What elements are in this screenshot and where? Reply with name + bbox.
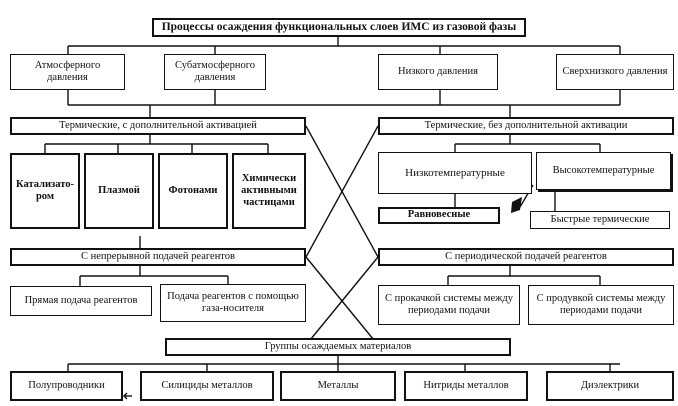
node-equilibrium: Равновесные: [378, 207, 500, 224]
node-purging-between-periods: С продувкой системы между периодами пода…: [528, 285, 674, 325]
node-semiconductors: Полупроводники: [10, 371, 123, 401]
node-ultralow-pressure: Сверхнизкого давления: [556, 54, 674, 90]
node-periodic-feed: С периодической подачей реагентов: [378, 248, 674, 266]
node-photons: Фотонами: [158, 153, 228, 229]
node-low-temperature: Низкотемпературные: [378, 152, 532, 194]
node-thermal-with-activation: Термические, с дополнительной активацией: [10, 117, 306, 135]
node-metals: Металлы: [280, 371, 396, 401]
node-direct-feed: Прямая подача реагентов: [10, 286, 152, 316]
node-chemical-particles: Химически активными частицами: [232, 153, 306, 229]
node-subatmospheric-pressure: Субатмосферного давления: [164, 54, 266, 90]
node-low-pressure: Низкого давления: [378, 54, 498, 90]
node-high-temperature: Высокотемпературные: [536, 152, 671, 190]
node-carrier-gas-feed: Подача реагентов с помощью газа-носителя: [160, 284, 306, 322]
node-pumping-between-periods: С прокачкой системы между периодами пода…: [378, 285, 520, 325]
node-material-groups: Группы осаждаемых материалов: [165, 338, 511, 356]
node-catalyst: Катализато-ром: [10, 153, 80, 229]
node-fast-thermal: Быстрые термические: [530, 211, 670, 229]
arrow-marker-icon: [511, 197, 522, 213]
node-thermal-without-activation: Термические, без дополнительной активаци…: [378, 117, 674, 135]
node-plasma: Плазмой: [84, 153, 154, 229]
node-metal-silicides: Силициды металлов: [140, 371, 274, 401]
node-metal-nitrides: Нитриды металлов: [404, 371, 528, 401]
diagram-title: Процессы осаждения функциональных слоев …: [152, 18, 526, 37]
node-atmospheric-pressure: Атмосферного давления: [10, 54, 125, 90]
node-dielectrics: Диэлектрики: [546, 371, 674, 401]
node-continuous-feed: С непрерывной подачей реагентов: [10, 248, 306, 266]
